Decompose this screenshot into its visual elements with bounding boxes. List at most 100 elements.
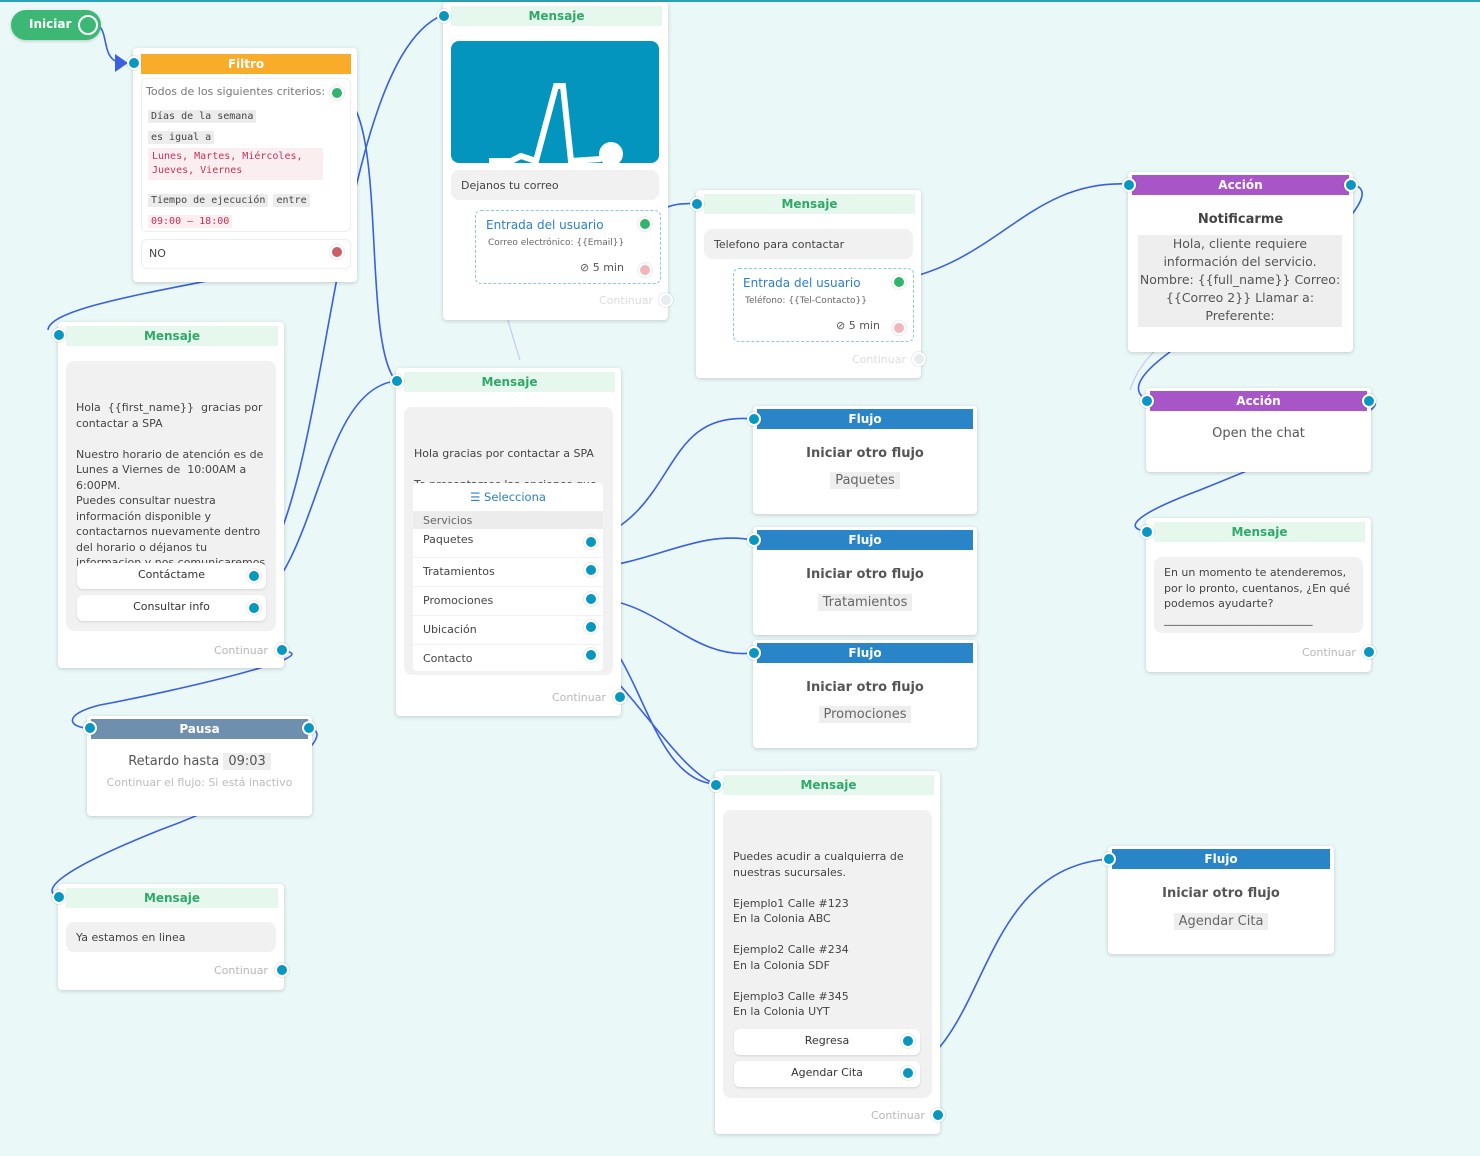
input-success-port[interactable] bbox=[638, 217, 652, 231]
agendar-button-port[interactable] bbox=[901, 1066, 915, 1080]
message-bubble: Hola {{first_name}} gracias por contacta… bbox=[66, 361, 276, 631]
flujo-subtitle: Iniciar otro flujo bbox=[806, 680, 924, 695]
flujo-agendar-node[interactable]: Flujo Iniciar otro flujo Agendar Cita bbox=[1102, 846, 1334, 954]
pausa-title: Pausa bbox=[91, 719, 308, 739]
flujo-input-port[interactable] bbox=[747, 533, 761, 547]
regresa-button-port[interactable] bbox=[901, 1034, 915, 1048]
input-timeout-port[interactable] bbox=[892, 321, 906, 335]
continue-port[interactable] bbox=[659, 293, 673, 307]
continue-label: Continuar bbox=[214, 964, 268, 977]
start-label: Iniciar bbox=[29, 17, 72, 31]
continue-port[interactable] bbox=[275, 643, 289, 657]
cond2-op: entre bbox=[273, 194, 310, 207]
option-paquetes-port[interactable] bbox=[584, 535, 598, 549]
cond1-value: Lunes, Martes, Miércoles, Jueves, Vierne… bbox=[148, 148, 323, 180]
user-input-box[interactable]: Entrada del usuario Teléfono: {{Tel-Cont… bbox=[733, 268, 914, 342]
continue-port[interactable] bbox=[931, 1108, 945, 1122]
filter-no-port[interactable] bbox=[330, 245, 344, 259]
flujo-paquetes-node[interactable]: Flujo Iniciar otro flujo Paquetes bbox=[747, 406, 977, 514]
accion-chat-node[interactable]: Acción Open the chat bbox=[1140, 388, 1376, 472]
option-tratamientos[interactable]: Tratamientos bbox=[413, 558, 603, 587]
continue-port[interactable] bbox=[275, 963, 289, 977]
filter-no-box: NO bbox=[141, 239, 351, 269]
message-wait-node[interactable]: Mensaje En un momento te atenderemos, po… bbox=[1140, 518, 1376, 672]
message-bubble: En un momento te atenderemos, por lo pro… bbox=[1154, 557, 1363, 633]
message-title: Mensaje bbox=[451, 6, 662, 26]
flujo-input-port[interactable] bbox=[747, 646, 761, 660]
info-button-port[interactable] bbox=[247, 601, 261, 615]
message-title: Mensaje bbox=[723, 775, 934, 795]
continue-label: Continuar bbox=[214, 644, 268, 657]
message-input-port[interactable] bbox=[1140, 525, 1154, 539]
message-hours-node[interactable]: Mensaje Hola {{first_name}} gracias por … bbox=[52, 322, 289, 668]
message-input-port[interactable] bbox=[437, 9, 451, 23]
flujo-input-port[interactable] bbox=[747, 412, 761, 426]
filter-yes-port[interactable] bbox=[330, 86, 344, 100]
option-ubicacion[interactable]: Ubicación bbox=[413, 616, 603, 645]
start-node[interactable]: Iniciar bbox=[11, 10, 101, 40]
message-title: Mensaje bbox=[1154, 522, 1365, 542]
pausa-input-port[interactable] bbox=[83, 721, 97, 735]
accion-output-port[interactable] bbox=[1362, 394, 1376, 408]
filter-criteria-box bbox=[141, 78, 351, 232]
filter-conditions: Días de la semana es igual a Lunes, Mart… bbox=[148, 104, 323, 230]
message-branches-node[interactable]: Mensaje Puedes acudir a cualquierra de n… bbox=[709, 771, 945, 1134]
contact-button[interactable]: Contáctame bbox=[77, 563, 266, 589]
message-text: Hola {{first_name}} gracias por contacta… bbox=[76, 401, 265, 585]
select-button[interactable]: ☰ Selecciona bbox=[413, 483, 603, 512]
message-menu-node[interactable]: Mensaje Hola gracias por contactar a SPA… bbox=[390, 368, 627, 716]
message-title: Mensaje bbox=[404, 372, 615, 392]
agendar-button[interactable]: Agendar Cita bbox=[734, 1061, 920, 1087]
timeout-icon: ⊘ bbox=[580, 261, 593, 274]
message-bubble: Dejanos tu correo bbox=[451, 170, 659, 200]
flujo-promociones-node[interactable]: Flujo Iniciar otro flujo Promociones bbox=[747, 640, 977, 748]
info-button[interactable]: Consultar info bbox=[77, 595, 266, 621]
start-port[interactable] bbox=[78, 15, 98, 35]
filter-input-port[interactable] bbox=[127, 56, 141, 70]
input-timeout-port[interactable] bbox=[638, 263, 652, 277]
message-online-node[interactable]: Mensaje Ya estamos en linea Continuar bbox=[52, 884, 289, 990]
option-paquetes[interactable]: Paquetes bbox=[413, 529, 603, 558]
user-input-box[interactable]: Entrada del usuario Correo electrónico: … bbox=[475, 210, 661, 284]
regresa-button[interactable]: Regresa bbox=[734, 1029, 920, 1055]
message-email-node[interactable]: Mensaje Dejanos tu correo Entrada del us… bbox=[437, 2, 673, 320]
filter-criteria-label: Todos de los siguientes criterios: bbox=[146, 85, 326, 98]
option-promociones[interactable]: Promociones bbox=[413, 587, 603, 616]
option-contacto-port[interactable] bbox=[584, 648, 598, 662]
accion-output-port[interactable] bbox=[1344, 178, 1358, 192]
option-promociones-port[interactable] bbox=[584, 592, 598, 606]
select-list[interactable]: ☰ Selecciona Servicios Paquetes Tratamie… bbox=[413, 483, 603, 671]
filter-no-label: NO bbox=[149, 247, 166, 260]
flujo-tratamientos-node[interactable]: Flujo Iniciar otro flujo Tratamientos bbox=[747, 527, 977, 635]
message-input-port[interactable] bbox=[690, 197, 704, 211]
accion-notify-node[interactable]: Acción Notificarme Hola, cliente requier… bbox=[1122, 172, 1358, 352]
accion-input-port[interactable] bbox=[1122, 178, 1136, 192]
message-input-port[interactable] bbox=[52, 328, 66, 342]
user-input-title: Entrada del usuario bbox=[743, 276, 861, 290]
cond1-field: Días de la semana bbox=[148, 110, 257, 123]
flujo-title: Flujo bbox=[757, 409, 973, 429]
pausa-output-port[interactable] bbox=[302, 721, 316, 735]
option-contacto[interactable]: Contacto bbox=[423, 652, 473, 665]
pausa-node[interactable]: Pausa Retardo hasta 09:03 Continuar el f… bbox=[83, 716, 316, 816]
accion-input-port[interactable] bbox=[1140, 394, 1154, 408]
filter-node[interactable]: Filtro Todos de los siguientes criterios… bbox=[127, 48, 357, 282]
flujo-input-port[interactable] bbox=[1102, 852, 1116, 866]
flujo-title: Flujo bbox=[1112, 849, 1330, 869]
continue-port[interactable] bbox=[1362, 645, 1376, 659]
message-title: Mensaje bbox=[66, 888, 278, 908]
message-input-port[interactable] bbox=[709, 778, 723, 792]
accion-text: Hola, cliente requiere información del s… bbox=[1138, 235, 1342, 327]
option-ubicacion-port[interactable] bbox=[584, 620, 598, 634]
timeout-label: ⊘ 5 min bbox=[580, 261, 624, 274]
input-success-port[interactable] bbox=[892, 275, 906, 289]
flujo-name: Agendar Cita bbox=[1173, 913, 1269, 930]
option-tratamientos-port[interactable] bbox=[584, 563, 598, 577]
continue-port[interactable] bbox=[912, 352, 926, 366]
continue-port[interactable] bbox=[613, 690, 627, 704]
message-phone-node[interactable]: Mensaje Telefono para contactar Entrada … bbox=[690, 190, 926, 378]
contact-button-port[interactable] bbox=[247, 569, 261, 583]
message-input-port[interactable] bbox=[390, 374, 404, 388]
message-input-port[interactable] bbox=[52, 890, 66, 904]
image-icon bbox=[489, 83, 623, 163]
